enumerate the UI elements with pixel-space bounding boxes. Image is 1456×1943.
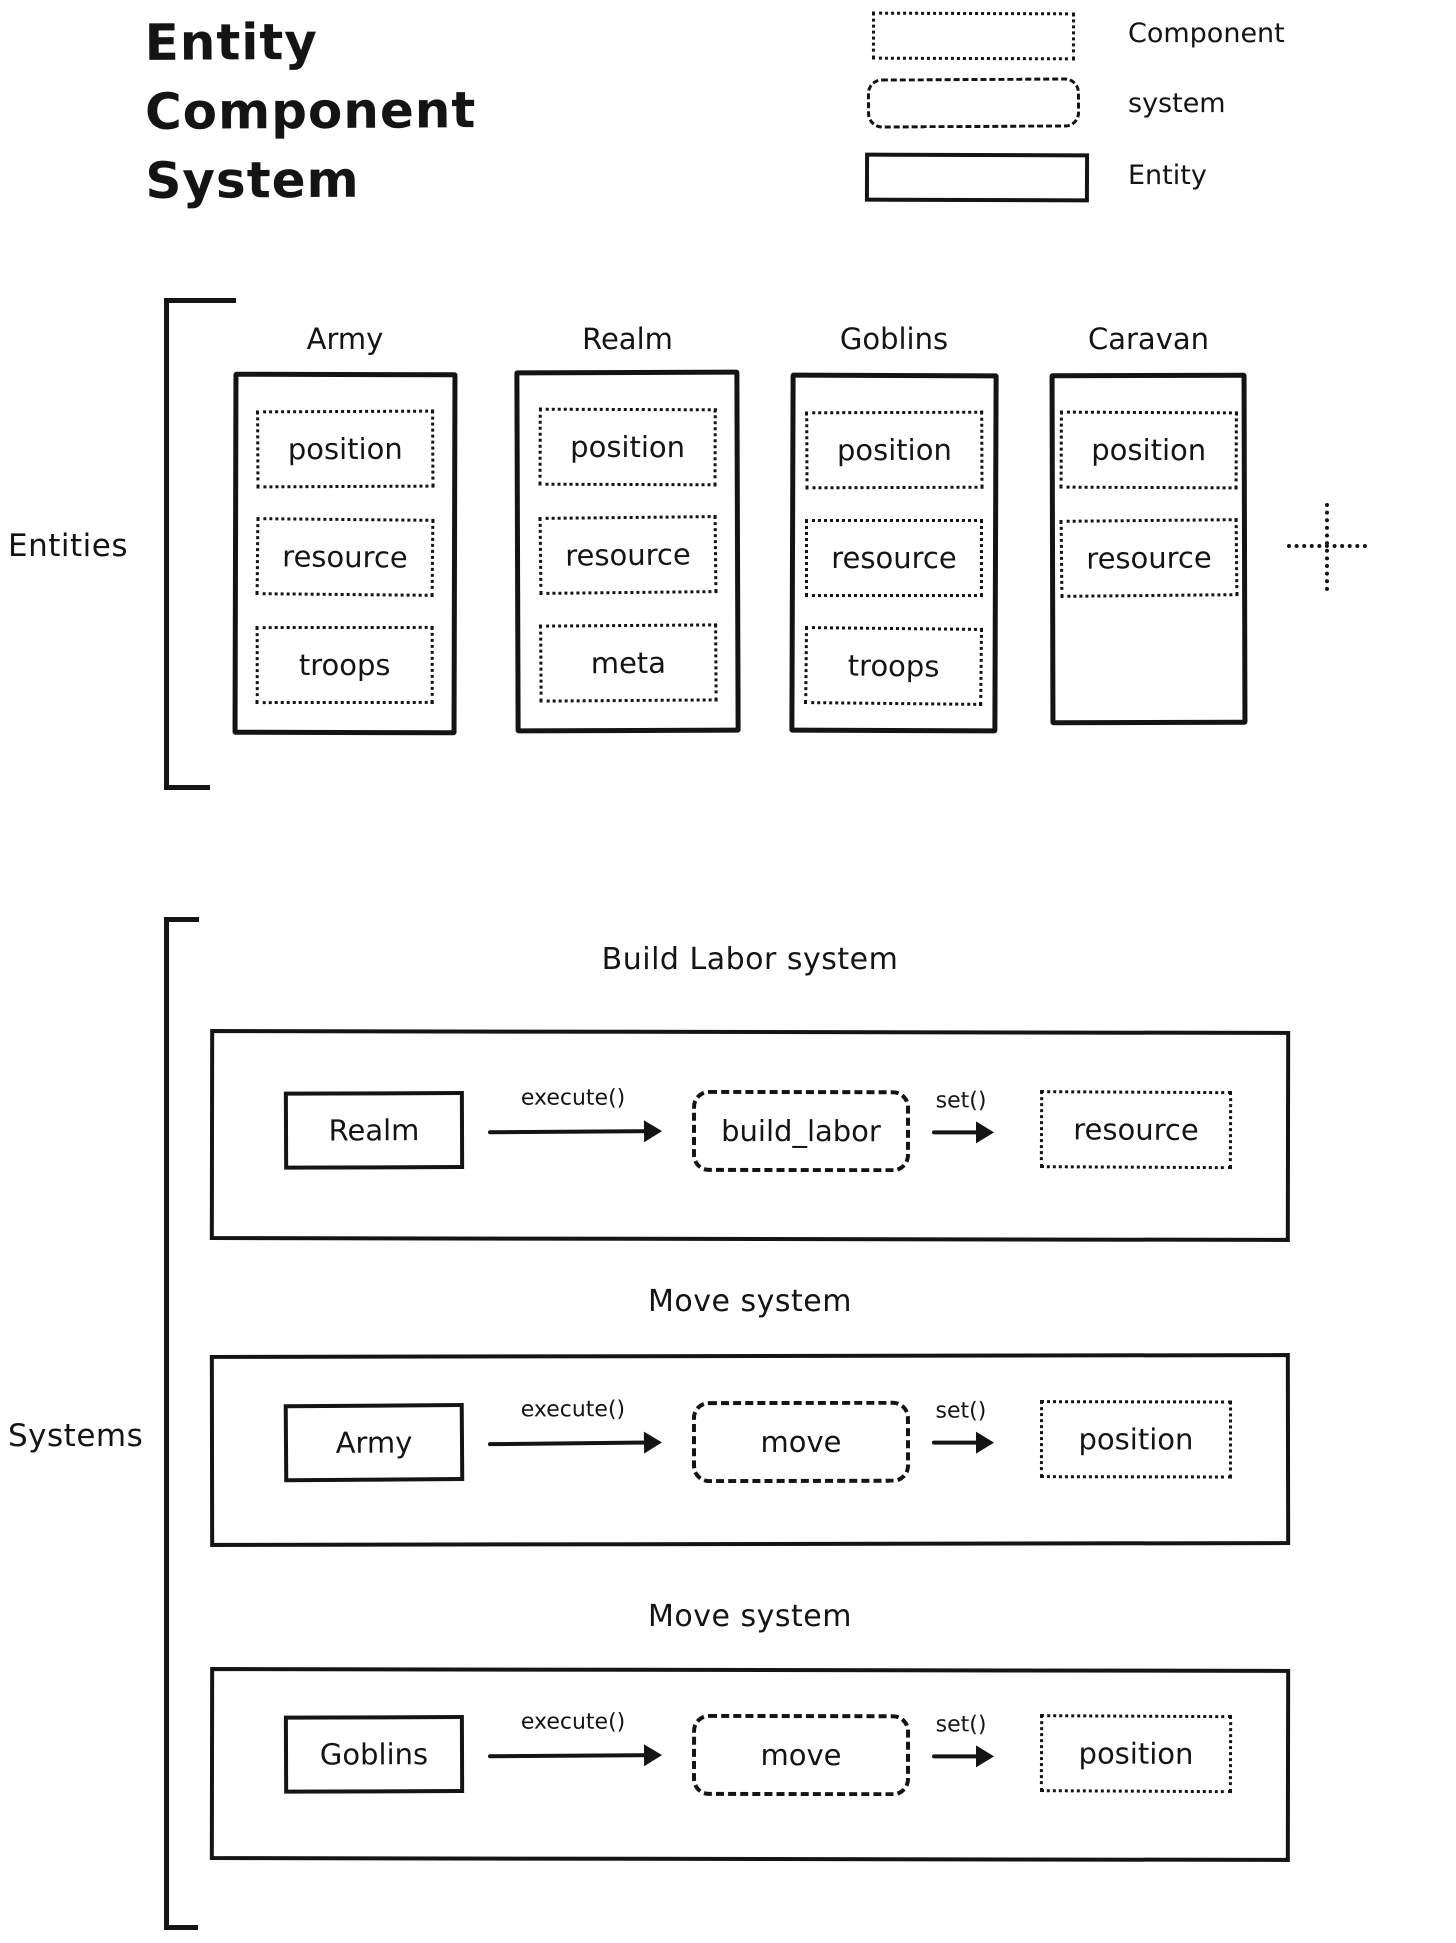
component-box-position: position <box>1059 410 1238 490</box>
legend-label-system: system <box>1128 88 1226 119</box>
entity-title-caravan: Caravan <box>1087 322 1210 356</box>
set-arrow-icon <box>932 1754 991 1759</box>
set-call-label: set() <box>935 1712 987 1738</box>
title-line: System <box>145 150 360 210</box>
bracket-stub <box>164 298 236 303</box>
set-arrow-icon <box>931 1440 990 1445</box>
execute-arrow-icon <box>487 1440 659 1447</box>
legend-system-swatch <box>866 77 1081 129</box>
set-call-label: set() <box>935 1088 987 1114</box>
entity-title-army: Army <box>306 322 384 356</box>
bracket-stub <box>164 917 199 922</box>
system-row-build-labor: Realm execute() build_labor set() resour… <box>209 1029 1291 1242</box>
legend-label-entity: Entity <box>1128 160 1207 191</box>
entity-box-goblins: Goblins <box>283 1715 465 1794</box>
system-box-build-labor: build_labor <box>691 1089 911 1173</box>
more-entities-plus-icon <box>1325 503 1329 591</box>
component-box-resource: resource <box>1059 518 1238 598</box>
system-box-move: move <box>691 1713 911 1797</box>
component-box-troops: troops <box>255 625 434 705</box>
legend-component-swatch <box>871 11 1076 61</box>
system-row-content: Realm execute() build_labor set() resour… <box>214 1086 1286 1173</box>
entity-title-goblins: Goblins <box>839 322 949 356</box>
entity-box-army: Army <box>283 1403 465 1483</box>
entity-card-caravan: position resource <box>1049 372 1248 726</box>
page-title: Entity Component System <box>144 7 476 216</box>
entity-title-realm: Realm <box>582 322 673 356</box>
set-arrow-icon <box>932 1130 991 1135</box>
legend-label-component: Component <box>1128 18 1285 49</box>
component-box-position: position <box>537 407 717 487</box>
system-row-content: Army execute() move set() position <box>214 1397 1286 1484</box>
component-box-meta: meta <box>538 623 718 703</box>
bracket-stub <box>164 785 210 790</box>
entities-section-label: Entities <box>8 528 128 564</box>
component-box-resource: resource <box>255 517 435 597</box>
title-line: Component <box>144 81 477 141</box>
component-box-resource: resource <box>1039 1090 1233 1170</box>
system-row-content: Goblins execute() move set() position <box>214 1710 1286 1797</box>
system-row-title: Move system <box>648 1284 852 1319</box>
entity-card-realm: position resource meta <box>514 369 741 734</box>
execute-call-label: execute() <box>520 1709 626 1735</box>
component-box-position: position <box>1039 1400 1233 1479</box>
execute-call-label: execute() <box>520 1085 626 1111</box>
entity-box-realm: Realm <box>283 1091 465 1170</box>
component-box-position: position <box>805 410 984 490</box>
execute-arrow-icon <box>487 1129 659 1135</box>
legend-entity-swatch <box>864 152 1090 203</box>
entity-card-goblins: position resource troops <box>789 372 999 734</box>
execute-call-label: execute() <box>520 1397 626 1423</box>
component-box-position: position <box>1039 1714 1233 1794</box>
execute-arrow-icon <box>488 1753 659 1759</box>
system-row-move-goblins: Goblins execute() move set() position <box>209 1667 1291 1862</box>
systems-bracket <box>164 917 199 1930</box>
component-box-resource: resource <box>804 519 983 597</box>
system-row-title: Move system <box>648 1599 852 1634</box>
set-call-label: set() <box>935 1398 987 1424</box>
system-row-move-army: Army execute() move set() position <box>209 1353 1291 1547</box>
component-box-troops: troops <box>804 626 984 706</box>
systems-section-label: Systems <box>8 1418 144 1454</box>
bracket-stub <box>164 1925 198 1930</box>
entities-bracket <box>164 298 236 790</box>
system-box-move: move <box>691 1400 911 1484</box>
component-box-resource: resource <box>538 515 717 595</box>
entity-card-army: position resource troops <box>232 371 458 736</box>
system-row-title: Build Labor system <box>601 942 899 977</box>
title-line: Entity <box>144 12 319 72</box>
component-box-position: position <box>256 409 435 489</box>
